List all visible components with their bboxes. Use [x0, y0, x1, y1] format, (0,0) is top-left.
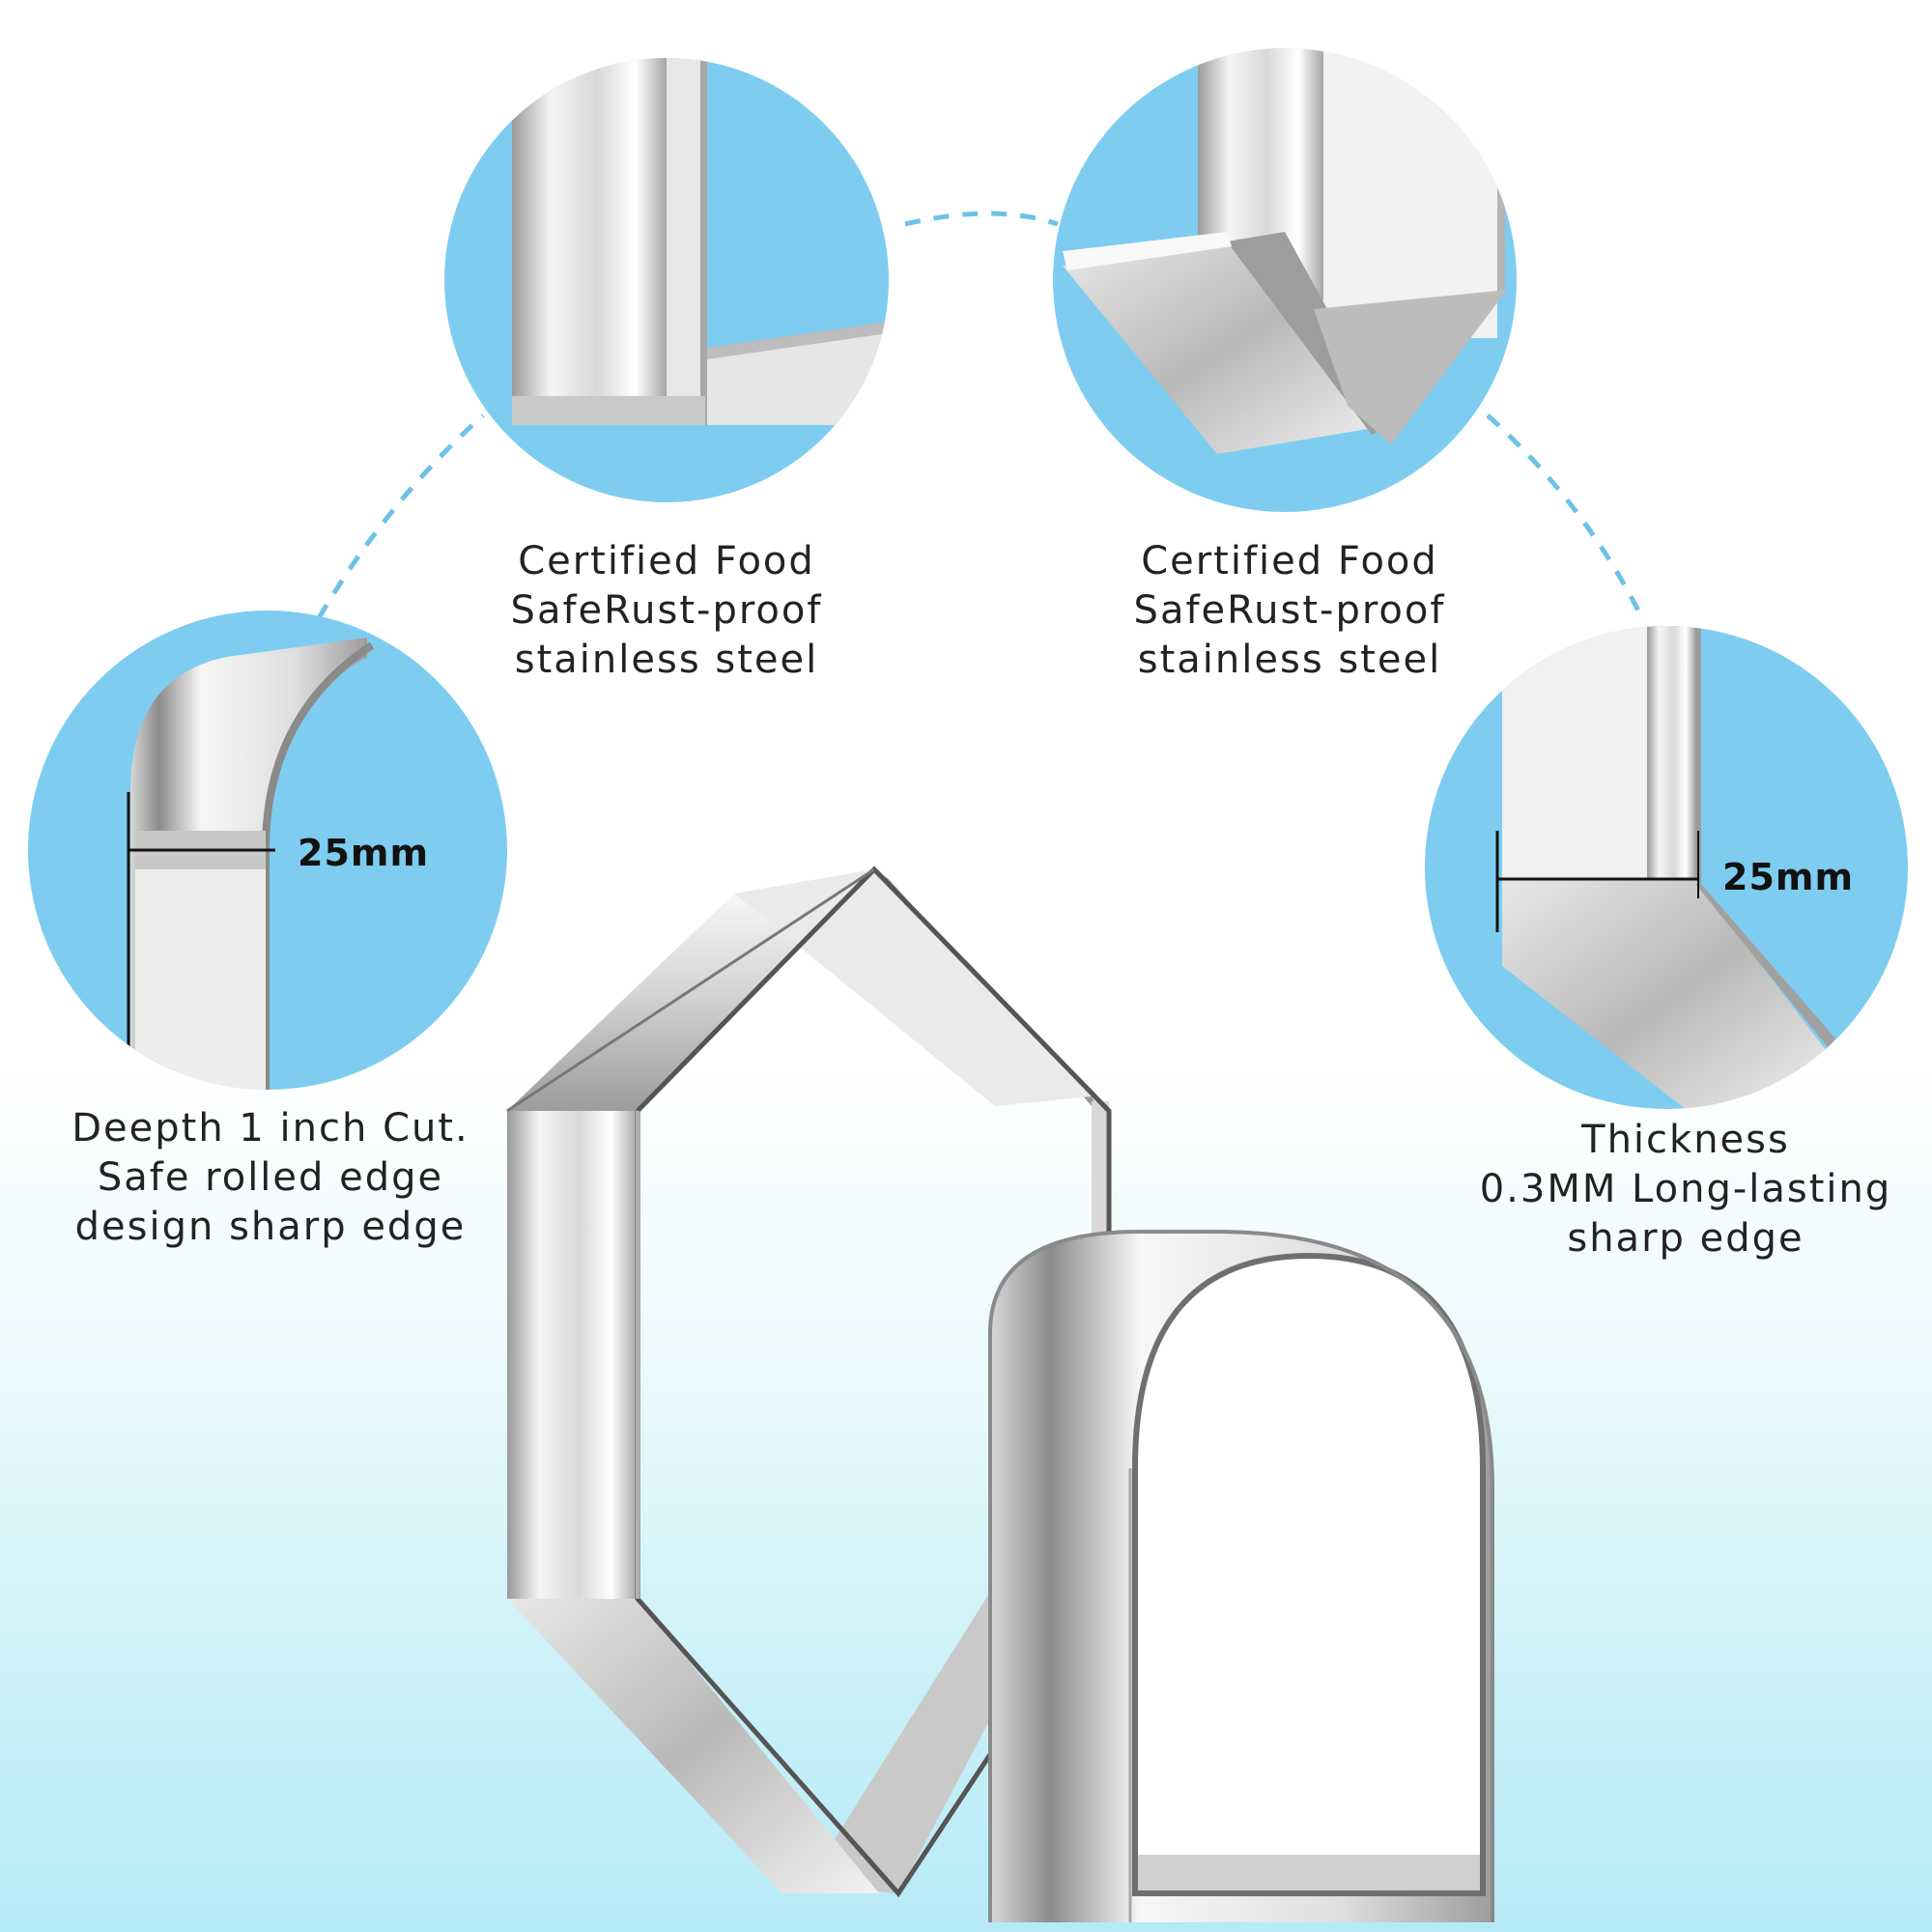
caption-line: Certified Food	[518, 539, 815, 583]
caption-line: 0.3MM Long-lasting	[1479, 1167, 1892, 1211]
detail-circle-left	[28, 611, 507, 1090]
callout-caption-top-left: Certified Food SafeRust-proof stainless …	[493, 537, 840, 685]
arch-cookie-cutter	[988, 1230, 1494, 1922]
dashed-connector-lines	[316, 211, 1645, 620]
detail-circle-top-left	[444, 58, 889, 502]
caption-line: SafeRust-proof	[1133, 588, 1446, 633]
caption-line: stainless steel	[514, 638, 819, 682]
caption-line: design sharp edge	[74, 1205, 467, 1249]
caption-line: stainless steel	[1137, 638, 1442, 682]
callout-caption-right: Thickness 0.3MM Long-lasting sharp edge	[1449, 1116, 1922, 1264]
caption-line: SafeRust-proof	[510, 588, 823, 633]
caption-line: Safe rolled edge	[97, 1155, 444, 1200]
detail-circle-top-right	[1053, 48, 1517, 512]
dimension-label-right: 25mm	[1722, 856, 1855, 898]
caption-line: Certified Food	[1141, 539, 1438, 583]
dimension-label-left: 25mm	[298, 832, 430, 874]
caption-line: Thickness	[1581, 1118, 1790, 1162]
caption-line: sharp edge	[1567, 1216, 1804, 1261]
detail-circle-right	[1425, 626, 1908, 1109]
callout-caption-left: Deepth 1 inch Cut. Safe rolled edge desi…	[39, 1104, 502, 1252]
caption-line: Deepth 1 inch Cut.	[71, 1106, 469, 1151]
callout-caption-top-right: Certified Food SafeRust-proof stainless …	[1116, 537, 1463, 685]
